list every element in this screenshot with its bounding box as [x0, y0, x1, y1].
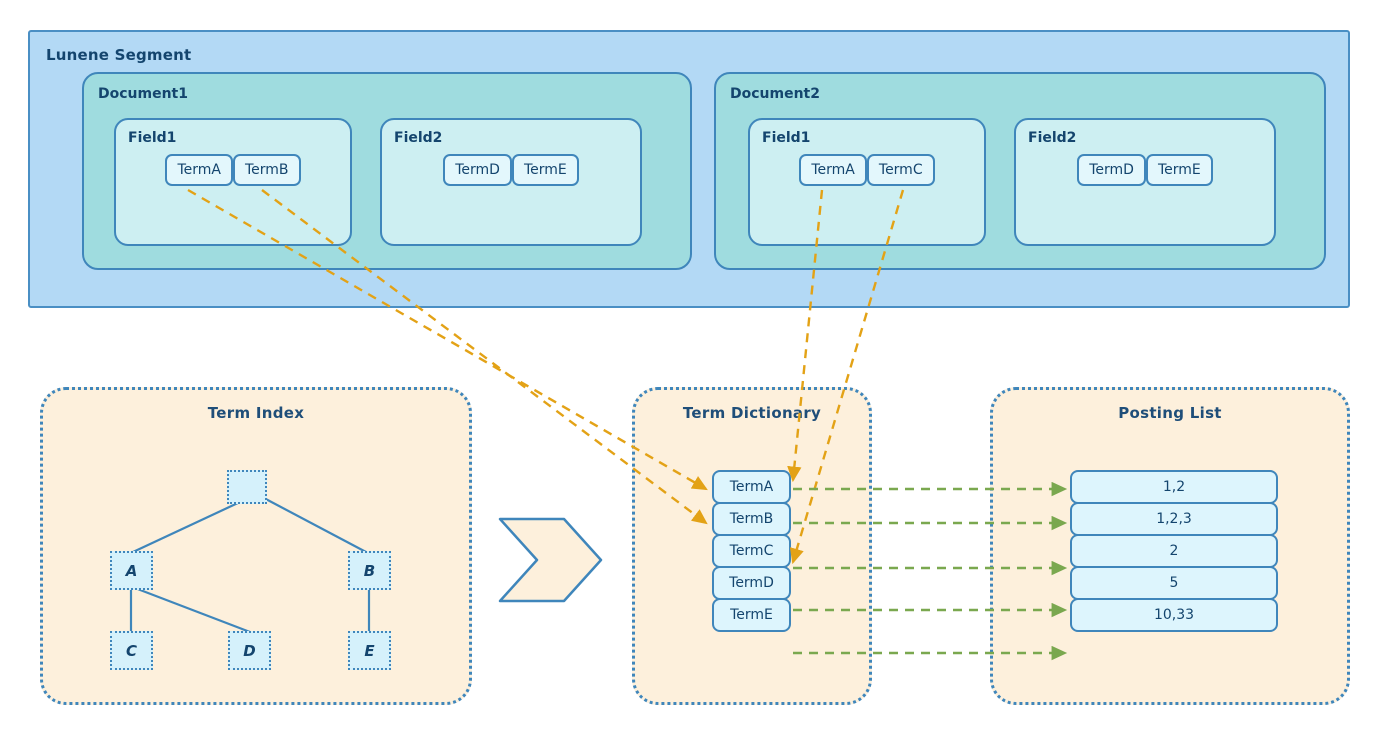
posting-list-title: Posting List	[1118, 404, 1222, 422]
term-chip: TermB	[232, 154, 301, 186]
term-index-title: Term Index	[207, 404, 305, 422]
document1-field1-label: Field1	[128, 130, 177, 146]
dictionary-entry: TermD	[712, 566, 791, 600]
posting-entry: 10,33	[1070, 598, 1278, 632]
posting-list-column: 1,2 1,2,3 2 5 10,33	[1070, 470, 1278, 632]
document1-field1-box: Field1 TermA TermB	[114, 118, 352, 246]
dictionary-entry: TermE	[712, 598, 791, 632]
posting-entry: 2	[1070, 534, 1278, 568]
posting-entry: 5	[1070, 566, 1278, 600]
document2-field1-label: Field1	[762, 130, 811, 146]
tree-node-e: E	[348, 631, 391, 670]
document2-field1-box: Field1 TermA TermC	[748, 118, 986, 246]
term-chip: TermC	[866, 154, 935, 186]
document1-box: Document1 Field1 TermA TermB Field2 Term…	[82, 72, 692, 270]
term-dictionary-list: TermA TermB TermC TermD TermE	[712, 470, 791, 632]
term-chip: TermE	[1145, 154, 1213, 186]
document1-field2-box: Field2 TermD TermE	[380, 118, 642, 246]
dictionary-entry: TermB	[712, 502, 791, 536]
chevron-arrow-icon	[498, 517, 603, 603]
document2-field2-terms: TermD TermE	[1016, 154, 1274, 186]
tree-node-d: D	[228, 631, 271, 670]
document2-field2-box: Field2 TermD TermE	[1014, 118, 1276, 246]
dictionary-entry: TermC	[712, 534, 791, 568]
term-chip: TermD	[1077, 154, 1146, 186]
tree-node-b: B	[348, 551, 391, 590]
posting-entry: 1,2	[1070, 470, 1278, 504]
document1-field2-label: Field2	[394, 130, 443, 146]
document1-label: Document1	[98, 86, 188, 102]
document2-box: Document2 Field1 TermA TermC Field2 Term…	[714, 72, 1326, 270]
segment-label: Lunene Segment	[46, 46, 192, 64]
tree-node-c: C	[110, 631, 153, 670]
term-chip: TermD	[443, 154, 512, 186]
tree-node-a: A	[110, 551, 153, 590]
tree-node-root	[227, 470, 267, 504]
document1-field2-terms: TermD TermE	[382, 154, 640, 186]
dictionary-entry: TermA	[712, 470, 791, 504]
lunene-segment-box: Lunene Segment Document1 Field1 TermA Te…	[28, 30, 1350, 308]
document2-field2-label: Field2	[1028, 130, 1077, 146]
term-dictionary-title: Term Dictionary	[682, 404, 822, 422]
term-chip: TermA	[165, 154, 233, 186]
posting-entry: 1,2,3	[1070, 502, 1278, 536]
document2-label: Document2	[730, 86, 820, 102]
document1-field1-terms: TermA TermB	[116, 154, 350, 186]
term-chip: TermE	[511, 154, 579, 186]
document2-field1-terms: TermA TermC	[750, 154, 984, 186]
term-chip: TermA	[799, 154, 867, 186]
